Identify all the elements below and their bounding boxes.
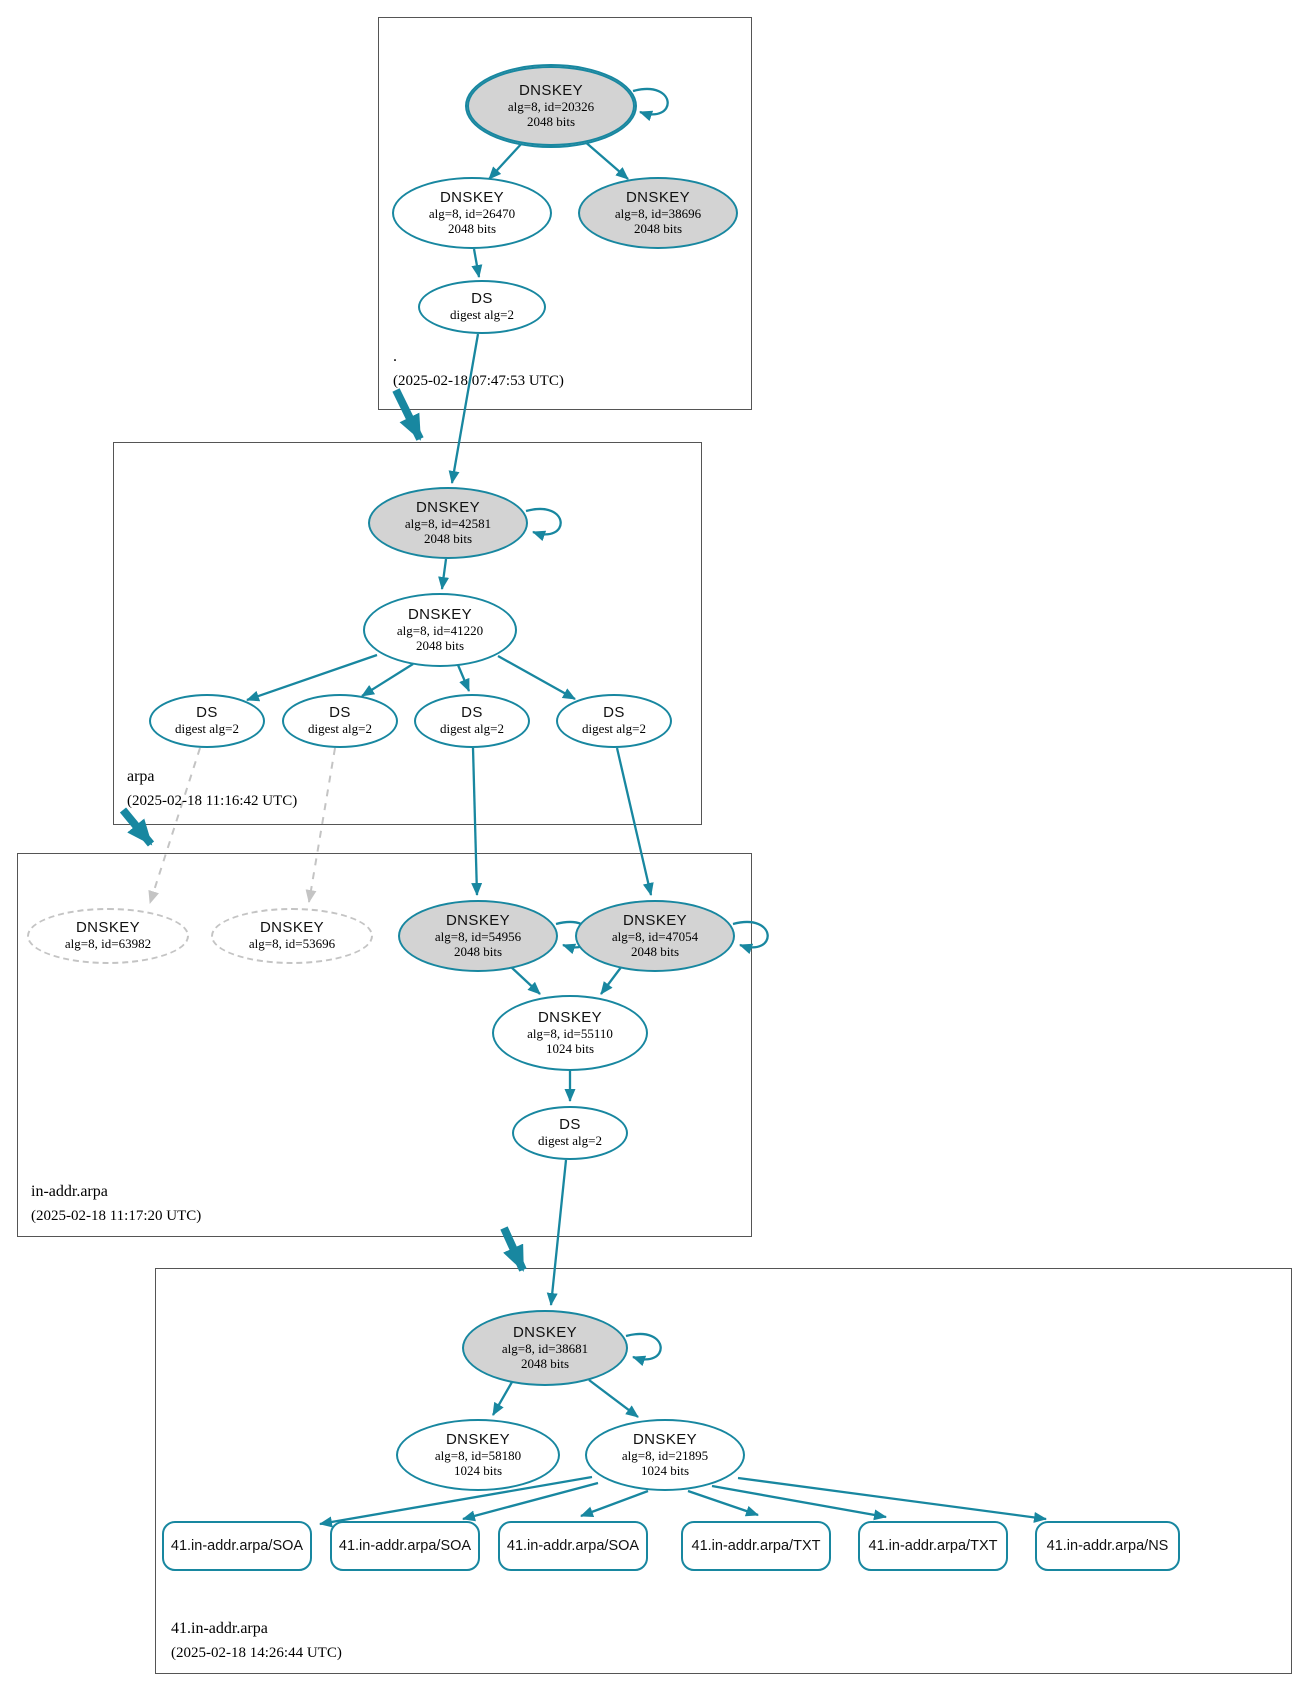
zone-label-root: . (2025-02-18 07:47:53 UTC) [393,348,564,390]
ds-node-arpa-2: DS digest alg=2 [282,694,398,748]
zone-box-root [378,17,752,410]
dnskey-node-63982: DNSKEY alg=8, id=63982 [27,908,189,964]
zone-timestamp: (2025-02-18 07:47:53 UTC) [393,373,564,389]
rrset-label: 41.in-addr.arpa/SOA [506,1538,640,1554]
zone-box-inaddr [17,853,752,1237]
dnskey-node-55110: DNSKEY alg=8, id=55110 1024 bits [492,995,648,1071]
rrset-label: 41.in-addr.arpa/TXT [868,1538,998,1554]
node-type: DS [471,290,493,308]
node-type: DS [196,704,218,722]
node-bits: 2048 bits [423,530,473,546]
node-bits: 2048 bits [630,943,680,959]
node-type: DNSKEY [439,188,505,206]
node-alg: alg=8, id=54956 [434,928,522,944]
zone-name: arpa [127,768,155,785]
node-alg: alg=8, id=58180 [434,1447,522,1463]
zone-name: . [393,348,397,365]
node-type: DNSKEY [445,1430,511,1448]
zone-box-arpa [113,442,702,825]
node-alg: digest alg=2 [174,721,240,737]
node-type: DNSKEY [518,81,584,99]
zone-label-inaddr: in-addr.arpa (2025-02-18 11:17:20 UTC) [31,1183,201,1225]
node-bits: 1024 bits [545,1040,595,1056]
node-alg: alg=8, id=47054 [611,928,699,944]
rrset-label: 41.in-addr.arpa/TXT [691,1538,821,1554]
node-type: DNSKEY [415,498,481,516]
dnskey-node-38696: DNSKEY alg=8, id=38696 2048 bits [578,177,738,249]
rrset-label: 41.in-addr.arpa/SOA [170,1538,304,1554]
node-bits: 2048 bits [447,220,497,236]
ds-node-arpa-1: DS digest alg=2 [149,694,265,748]
zone-timestamp: (2025-02-18 11:16:42 UTC) [127,793,298,809]
rrset-label: 41.in-addr.arpa/SOA [338,1538,472,1554]
node-alg: digest alg=2 [439,721,505,737]
node-type: DNSKEY [622,911,688,929]
node-alg: alg=8, id=38681 [501,1340,589,1356]
dnskey-node-41220: DNSKEY alg=8, id=41220 2048 bits [363,593,517,667]
node-bits: 2048 bits [633,220,683,236]
node-bits: 2048 bits [526,113,576,129]
rrset-soa-3: 41.in-addr.arpa/SOA [498,1521,648,1571]
rrset-txt-1: 41.in-addr.arpa/TXT [681,1521,831,1571]
node-alg: alg=8, id=55110 [527,1025,613,1041]
node-alg: alg=8, id=38696 [614,205,702,221]
zone-label-arpa: arpa (2025-02-18 11:16:42 UTC) [127,768,297,810]
dnskey-node-42581: DNSKEY alg=8, id=42581 2048 bits [368,487,528,559]
dnskey-node-58180: DNSKEY alg=8, id=58180 1024 bits [396,1419,560,1491]
ds-node-root: DS digest alg=2 [418,280,546,334]
zone-box-net41 [155,1268,1292,1674]
node-type: DNSKEY [632,1430,698,1448]
node-bits: 2048 bits [415,637,465,653]
node-type: DS [461,704,483,722]
zone-name: in-addr.arpa [31,1183,108,1200]
node-bits: 2048 bits [520,1355,570,1371]
zone-name: 41.in-addr.arpa [171,1620,268,1637]
node-alg: alg=8, id=42581 [404,515,492,531]
zone-timestamp: (2025-02-18 11:17:20 UTC) [31,1208,202,1224]
rrset-soa-1: 41.in-addr.arpa/SOA [162,1521,312,1571]
dnskey-node-47054: DNSKEY alg=8, id=47054 2048 bits [575,900,735,972]
dnskey-node-20326: DNSKEY alg=8, id=20326 2048 bits [465,64,637,148]
dnskey-node-20326-inner: DNSKEY alg=8, id=20326 2048 bits [467,66,635,146]
dnskey-node-21895: DNSKEY alg=8, id=21895 1024 bits [585,1419,745,1491]
node-alg: alg=8, id=26470 [428,205,516,221]
node-type: DS [603,704,625,722]
node-type: DS [559,1116,581,1134]
ds-node-arpa-4: DS digest alg=2 [556,694,672,748]
rrset-ns-1: 41.in-addr.arpa/NS [1035,1521,1180,1571]
node-bits: 2048 bits [453,943,503,959]
node-alg: digest alg=2 [537,1133,603,1149]
rrset-label: 41.in-addr.arpa/NS [1046,1538,1169,1554]
node-alg: alg=8, id=41220 [396,622,484,638]
node-alg: digest alg=2 [307,721,373,737]
node-bits: 1024 bits [640,1462,690,1478]
node-type: DNSKEY [537,1008,603,1026]
zone-label-net41: 41.in-addr.arpa (2025-02-18 14:26:44 UTC… [171,1620,342,1662]
ds-node-arpa-3: DS digest alg=2 [414,694,530,748]
node-alg: alg=8, id=53696 [248,936,336,952]
node-type: DNSKEY [625,188,691,206]
node-alg: digest alg=2 [449,307,515,323]
node-type: DNSKEY [259,919,325,937]
node-type: DNSKEY [512,1323,578,1341]
dnskey-node-53696: DNSKEY alg=8, id=53696 [211,908,373,964]
rrset-soa-2: 41.in-addr.arpa/SOA [330,1521,480,1571]
node-type: DNSKEY [75,919,141,937]
node-type: DNSKEY [407,605,473,623]
dnskey-node-54956: DNSKEY alg=8, id=54956 2048 bits [398,900,558,972]
node-alg: alg=8, id=63982 [64,936,152,952]
rrset-txt-2: 41.in-addr.arpa/TXT [858,1521,1008,1571]
dnskey-node-38681: DNSKEY alg=8, id=38681 2048 bits [462,1310,628,1386]
zone-timestamp: (2025-02-18 14:26:44 UTC) [171,1645,342,1661]
node-type: DS [329,704,351,722]
node-bits: 1024 bits [453,1462,503,1478]
node-alg: digest alg=2 [581,721,647,737]
node-alg: alg=8, id=21895 [621,1447,709,1463]
node-type: DNSKEY [445,911,511,929]
node-alg: alg=8, id=20326 [507,98,595,114]
ds-node-inaddr: DS digest alg=2 [512,1106,628,1160]
dnskey-node-26470: DNSKEY alg=8, id=26470 2048 bits [392,177,552,249]
